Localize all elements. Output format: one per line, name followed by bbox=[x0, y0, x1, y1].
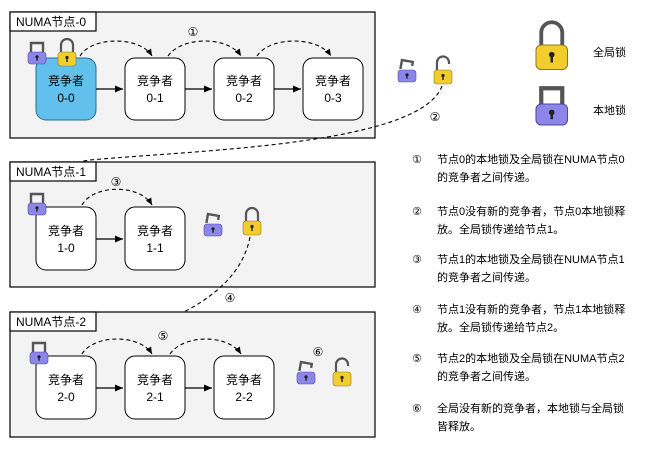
svg-text:竞争者: 竞争者 bbox=[226, 373, 262, 387]
svg-text:节点2的本地锁及全局锁在NUMA节点2: 节点2的本地锁及全局锁在NUMA节点2 bbox=[437, 351, 625, 365]
global-lock-transfer-arrow bbox=[75, 236, 251, 361]
note-item: ④ 节点1没有新的竞争者，节点1本地锁释 放。全局锁传递给节点2。 bbox=[412, 302, 625, 334]
contender-2-2: 竞争者 2-2 bbox=[213, 355, 275, 420]
note-item: ⑤ 节点2的本地锁及全局锁在NUMA节点2 的竞争者之间传递。 bbox=[412, 351, 625, 383]
step-marker-3: ③ bbox=[111, 175, 122, 189]
contender-2-0: 竞争者 2-0 bbox=[35, 355, 97, 420]
local-lock-legend-icon bbox=[536, 88, 568, 125]
svg-text:放。全局锁传递给节点1。: 放。全局锁传递给节点1。 bbox=[437, 222, 564, 236]
svg-text:全局没有新的竞争者，本地锁与全局锁: 全局没有新的竞争者，本地锁与全局锁 bbox=[437, 401, 624, 415]
numa-node-2-label: NUMA节点-2 bbox=[16, 315, 86, 329]
notes-list: ① 节点0的本地锁及全局锁在NUMA节点0 的竞争者之间传递。 ② 节点0没有新… bbox=[412, 152, 625, 433]
svg-text:的竞争者之间传递。: 的竞争者之间传递。 bbox=[437, 270, 536, 284]
svg-text:放。全局锁传递给节点2。: 放。全局锁传递给节点2。 bbox=[437, 320, 564, 334]
svg-text:①: ① bbox=[412, 154, 422, 166]
svg-text:节点1没有新的竞争者，节点1本地锁释: 节点1没有新的竞争者，节点1本地锁释 bbox=[437, 302, 625, 316]
svg-text:2-2: 2-2 bbox=[235, 390, 253, 404]
svg-text:0-1: 0-1 bbox=[146, 91, 164, 105]
contender-1-0: 竞争者 1-0 bbox=[35, 206, 97, 271]
contender-0-2: 竞争者 0-2 bbox=[213, 57, 275, 121]
svg-text:⑥: ⑥ bbox=[412, 403, 422, 415]
step-marker-2: ② bbox=[430, 110, 441, 124]
released-local-lock-icon bbox=[396, 58, 418, 84]
svg-text:竞争者: 竞争者 bbox=[137, 373, 173, 387]
numa-node-1-label: NUMA节点-1 bbox=[16, 165, 86, 179]
svg-text:竞争者: 竞争者 bbox=[315, 74, 351, 88]
svg-text:③: ③ bbox=[412, 254, 422, 266]
svg-text:⑤: ⑤ bbox=[412, 353, 422, 365]
svg-text:竞争者: 竞争者 bbox=[48, 224, 84, 238]
step-marker-6: ⑥ bbox=[313, 345, 324, 359]
svg-text:0-2: 0-2 bbox=[235, 91, 253, 105]
svg-text:竞争者: 竞争者 bbox=[137, 74, 173, 88]
note-item: ③ 节点1的本地锁及全局锁在NUMA节点1 的竞争者之间传递。 bbox=[412, 252, 625, 284]
contender-0-0: 竞争者 0-0 bbox=[35, 57, 97, 121]
svg-text:竞争者: 竞争者 bbox=[137, 224, 173, 238]
svg-text:竞争者: 竞争者 bbox=[226, 74, 262, 88]
step-marker-5: ⑤ bbox=[158, 329, 169, 343]
svg-text:1-0: 1-0 bbox=[57, 241, 75, 255]
svg-text:1-1: 1-1 bbox=[146, 241, 164, 255]
global-lock-legend-icon bbox=[534, 20, 570, 72]
legend-local-lock-label: 本地锁 bbox=[593, 103, 626, 117]
svg-text:节点0没有新的竞争者，节点0本地锁释: 节点0没有新的竞争者，节点0本地锁释 bbox=[437, 204, 625, 218]
handoff-arrow bbox=[79, 40, 153, 57]
svg-text:0-3: 0-3 bbox=[324, 91, 342, 105]
handoff-arrow bbox=[256, 40, 332, 57]
legend-global-lock-label: 全局锁 bbox=[593, 45, 626, 59]
svg-text:的竞争者之间传递。: 的竞争者之间传递。 bbox=[437, 369, 536, 383]
svg-text:节点1的本地锁及全局锁在NUMA节点1: 节点1的本地锁及全局锁在NUMA节点1 bbox=[437, 252, 625, 266]
handoff-arrow bbox=[167, 40, 242, 57]
svg-text:竞争者: 竞争者 bbox=[48, 373, 84, 387]
svg-text:竞争者: 竞争者 bbox=[48, 74, 84, 88]
handoff-arrow bbox=[169, 338, 242, 355]
svg-text:2-1: 2-1 bbox=[146, 390, 164, 404]
contender-0-3: 竞争者 0-3 bbox=[302, 57, 364, 121]
svg-text:2-0: 2-0 bbox=[57, 390, 75, 404]
handoff-arrow bbox=[81, 338, 153, 355]
numa-node-0-label: NUMA节点-0 bbox=[16, 15, 86, 29]
svg-text:④: ④ bbox=[412, 304, 422, 316]
released-global-lock-icon bbox=[432, 55, 454, 86]
step-marker-1: ① bbox=[188, 25, 199, 39]
svg-text:②: ② bbox=[412, 206, 422, 218]
handoff-arrow bbox=[81, 188, 153, 206]
note-item: ② 节点0没有新的竞争者，节点0本地锁释 放。全局锁传递给节点1。 bbox=[412, 204, 625, 236]
contender-0-1: 竞争者 0-1 bbox=[124, 57, 186, 121]
note-item: ⑥ 全局没有新的竞争者，本地锁与全局锁 皆释放。 bbox=[412, 401, 624, 433]
contender-2-1: 竞争者 2-1 bbox=[124, 355, 186, 420]
note-item: ① 节点0的本地锁及全局锁在NUMA节点0 的竞争者之间传递。 bbox=[412, 152, 625, 184]
svg-text:0-0: 0-0 bbox=[57, 91, 75, 105]
step-marker-4: ④ bbox=[225, 291, 236, 305]
contender-1-1: 竞争者 1-1 bbox=[124, 206, 186, 271]
svg-text:皆释放。: 皆释放。 bbox=[437, 419, 481, 433]
svg-text:节点0的本地锁及全局锁在NUMA节点0: 节点0的本地锁及全局锁在NUMA节点0 bbox=[437, 152, 625, 166]
svg-text:的竞争者之间传递。: 的竞争者之间传递。 bbox=[437, 170, 536, 184]
